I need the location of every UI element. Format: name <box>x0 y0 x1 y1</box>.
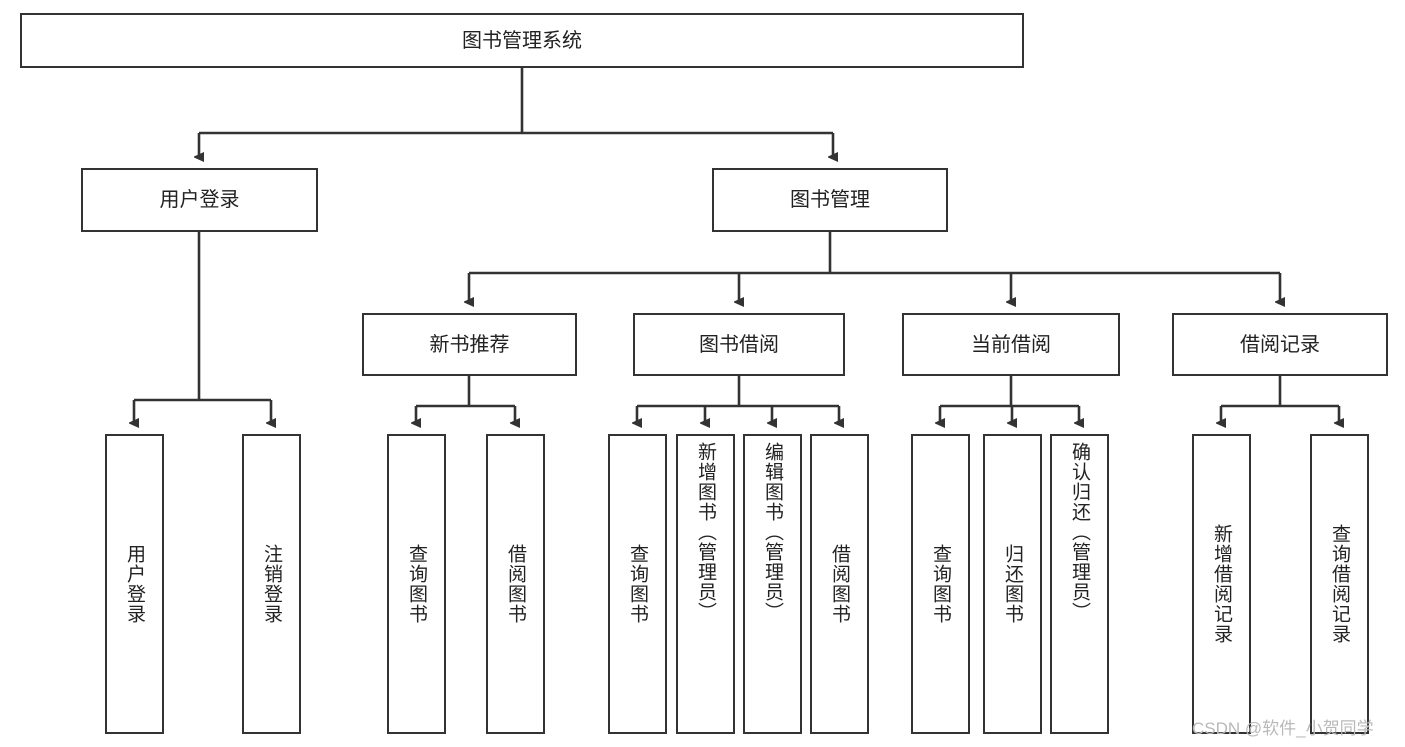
leaf-confirm-return-admin[interactable]: 确认归还（管理员） <box>1050 434 1109 734</box>
leaf-borrow-book-recommend[interactable]: 借阅图书 <box>486 434 545 734</box>
leaf-user-login[interactable]: 用户登录 <box>105 434 164 734</box>
leaf-query-book-current[interactable]: 查询图书 <box>911 434 970 734</box>
node-book-borrow[interactable]: 图书借阅 <box>633 313 845 376</box>
leaf-query-borrow-record[interactable]: 查询借阅记录 <box>1310 434 1369 734</box>
leaf-user-logout[interactable]: 注销登录 <box>242 434 301 734</box>
node-current-borrow[interactable]: 当前借阅 <box>902 313 1120 376</box>
node-book-management[interactable]: 图书管理 <box>712 168 948 232</box>
edges-root <box>134 68 1339 423</box>
leaf-add-book-admin[interactable]: 新增图书（管理员） <box>676 434 735 734</box>
leaf-add-borrow-record[interactable]: 新增借阅记录 <box>1192 434 1251 734</box>
leaf-query-book-borrow[interactable]: 查询图书 <box>608 434 667 734</box>
leaf-borrow-book[interactable]: 借阅图书 <box>810 434 869 734</box>
leaf-query-book-recommend[interactable]: 查询图书 <box>387 434 446 734</box>
leaf-edit-book-admin[interactable]: 编辑图书（管理员） <box>743 434 802 734</box>
node-borrow-record[interactable]: 借阅记录 <box>1172 313 1388 376</box>
node-new-book-recommend[interactable]: 新书推荐 <box>362 313 577 376</box>
leaf-return-book[interactable]: 归还图书 <box>983 434 1042 734</box>
node-user-login[interactable]: 用户登录 <box>81 168 318 232</box>
node-root[interactable]: 图书管理系统 <box>20 13 1024 68</box>
